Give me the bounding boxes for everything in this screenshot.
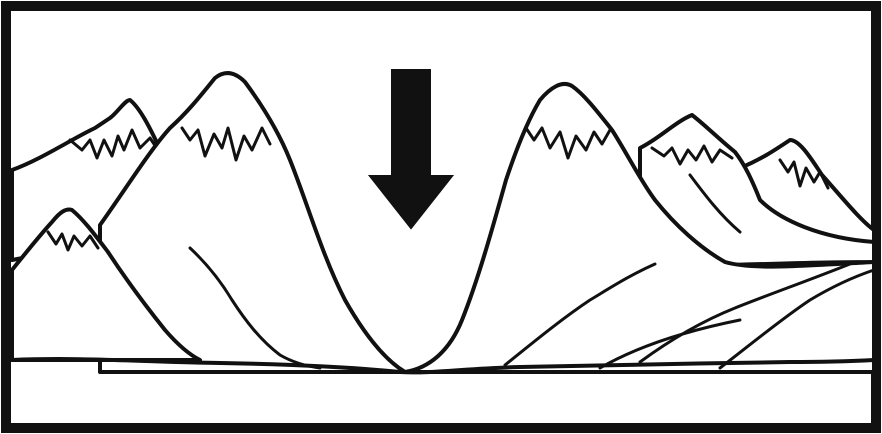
- mountain-valley-diagram: [0, 0, 882, 434]
